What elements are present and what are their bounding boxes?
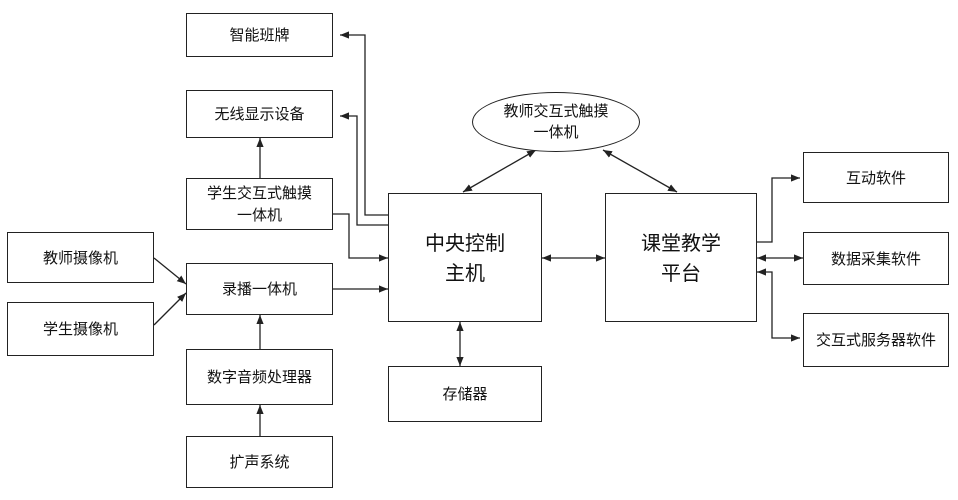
arrow-host-to-wireless-display	[340, 112, 388, 226]
arrow-student-camera-to-recorder	[153, 292, 187, 326]
audio-processor-box: 数字音频处理器	[186, 349, 333, 405]
teacher-touch-terminal-ellipse: 教师交互式触摸 一体机	[472, 92, 640, 152]
recording-unit-box: 录播一体机	[186, 263, 333, 315]
arrow-teacher-camera-to-recorder	[153, 257, 187, 285]
student-touch-terminal-box: 学生交互式触摸 一体机	[186, 178, 333, 230]
data-collection-software-box: 数据采集软件	[803, 232, 949, 285]
wireless-display-box: 无线显示设备	[186, 90, 333, 138]
interactive-server-software-box: 交互式服务器软件	[803, 313, 949, 367]
smart-class-board-box: 智能班牌	[186, 13, 333, 57]
storage-box: 存储器	[388, 366, 542, 422]
pa-system-box: 扩声系统	[186, 436, 333, 488]
teaching-platform-box: 课堂教学 平台	[605, 193, 757, 322]
arrow-teacher-terminal-host	[462, 149, 537, 193]
arrow-platform-server-software	[757, 268, 800, 342]
teacher-camera-box: 教师摄像机	[7, 232, 154, 283]
interactive-software-box: 互动软件	[803, 152, 949, 203]
arrow-platform-to-interactive-software	[757, 174, 800, 243]
arrow-student-terminal-to-host	[333, 213, 388, 262]
central-host-box: 中央控制 主机	[388, 193, 542, 322]
arrow-host-to-class-board	[340, 31, 388, 216]
student-camera-box: 学生摄像机	[7, 302, 154, 356]
arrow-teacher-terminal-platform	[602, 149, 678, 193]
